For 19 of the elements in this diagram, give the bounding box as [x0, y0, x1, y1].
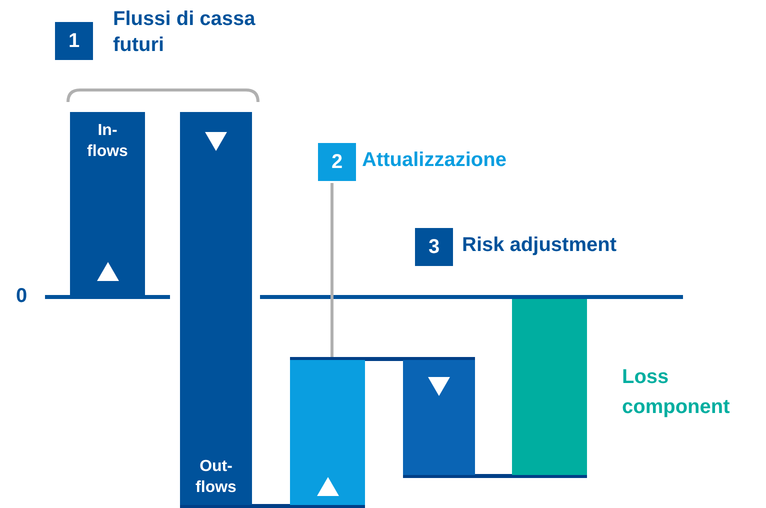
bar-label: In- flows — [86, 121, 129, 162]
heading: Attualizzazione — [362, 148, 508, 173]
leader-line — [330, 183, 334, 357]
discounting-bar — [290, 360, 365, 505]
connector-line — [403, 474, 587, 478]
loss-component-bar — [512, 299, 587, 475]
bar-caption: Loss component — [622, 365, 731, 420]
number-badge: 2 — [318, 143, 356, 181]
heading: Risk adjustment — [462, 233, 618, 258]
number-badge: 1 — [55, 22, 93, 60]
risk-adjustment-bar — [403, 360, 475, 475]
axis-zero-label: 0 — [16, 285, 28, 308]
number-badge: 3 — [415, 228, 453, 266]
outflow-bar — [180, 112, 252, 505]
connector-line — [180, 504, 365, 508]
bar-label: Out- flows — [194, 457, 238, 498]
heading: Flussi di cassa futuri — [113, 7, 256, 58]
inflow-bar — [70, 112, 145, 297]
connector-line — [290, 357, 475, 361]
